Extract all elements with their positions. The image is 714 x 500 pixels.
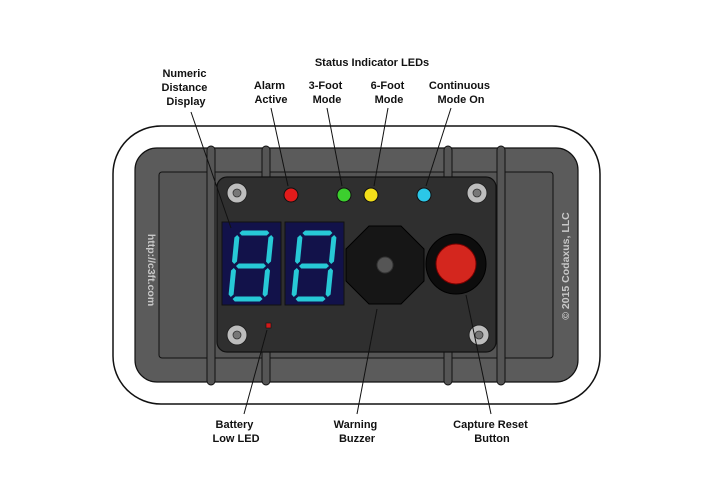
- segment-c: [262, 268, 270, 297]
- digit-1: [228, 230, 274, 302]
- segment-d: [295, 296, 326, 302]
- screw-icon: [226, 182, 490, 346]
- label-battery-low: Battery Low LED: [212, 419, 259, 445]
- segment-b: [266, 235, 274, 264]
- segment-f: [232, 235, 240, 264]
- octagon-buzzer-icon: [345, 225, 425, 305]
- segment-g: [236, 263, 266, 269]
- leader-lines: [190, 107, 492, 415]
- battery-low-led: [265, 322, 272, 329]
- three-foot-led: [336, 187, 352, 203]
- digit-2: [291, 230, 337, 302]
- numeric-display: [221, 221, 345, 306]
- segment-c: [325, 268, 333, 297]
- url-text: http://c3ft.com: [145, 234, 157, 306]
- round-push-button-icon[interactable]: [425, 233, 487, 295]
- segment-a: [239, 230, 270, 236]
- label-warning-buzzer: Warning Buzzer: [334, 419, 381, 445]
- alarm-led: [283, 187, 299, 203]
- label-continuous-mode: Continuous Mode On: [429, 80, 493, 106]
- segment-e: [291, 268, 299, 297]
- status-leds-title: Status Indicator LEDs: [315, 57, 429, 69]
- label-six-foot-mode: 6-Foot Mode: [371, 80, 408, 106]
- copyright-text: © 2015 Codaxus, LLC: [560, 212, 572, 320]
- six-foot-led: [363, 187, 379, 203]
- label-three-foot-mode: 3-Foot Mode: [309, 80, 346, 106]
- segment-f: [295, 235, 303, 264]
- continuous-led: [416, 187, 432, 203]
- label-capture-reset: Capture Reset Button: [453, 419, 531, 445]
- label-alarm-active: Alarm Active: [254, 80, 288, 106]
- segment-b: [329, 235, 337, 264]
- segment-a: [302, 230, 333, 236]
- segment-e: [228, 268, 236, 297]
- segment-g: [299, 263, 329, 269]
- label-numeric-display: Numeric Distance Display: [162, 68, 211, 108]
- segment-d: [232, 296, 263, 302]
